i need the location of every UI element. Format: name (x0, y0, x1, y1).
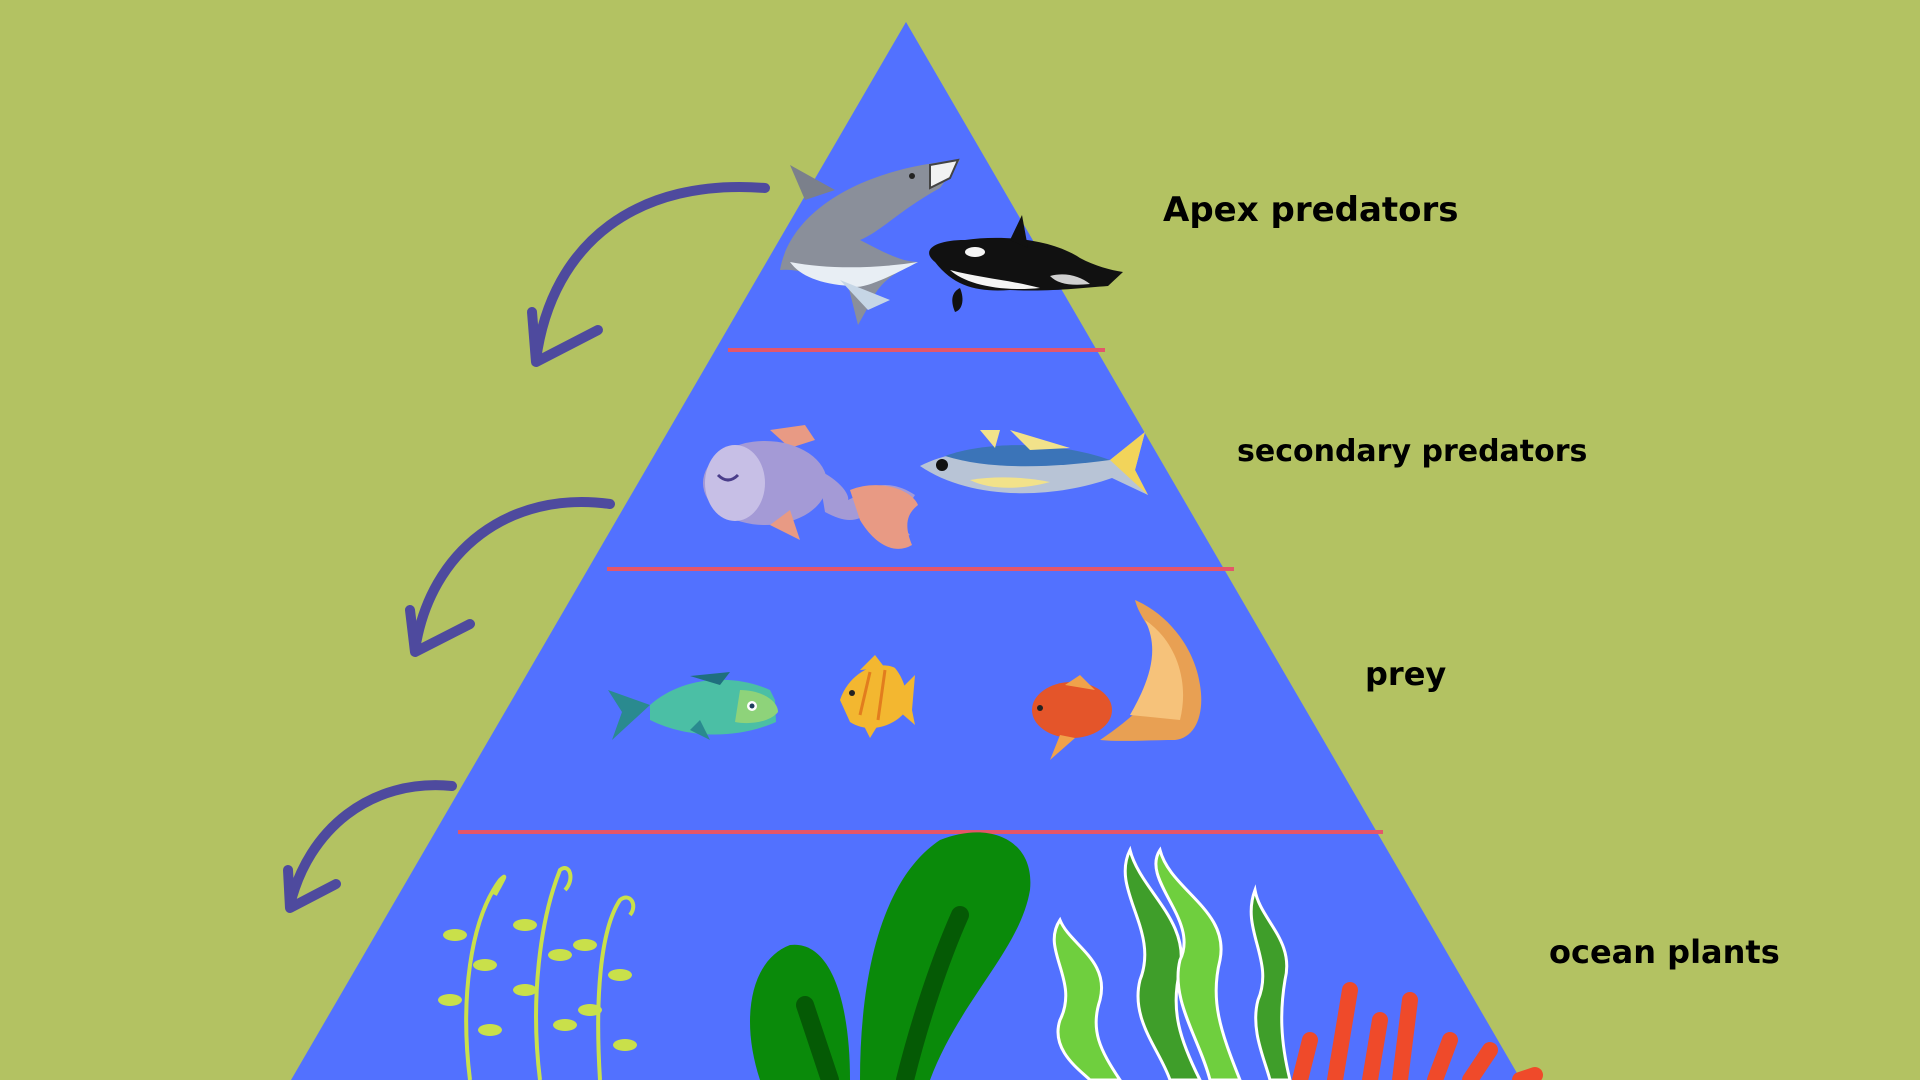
angelfish-icon (840, 655, 915, 738)
seaweed-yellow-icon (438, 866, 637, 1080)
orca-icon (929, 215, 1123, 312)
green-fish-icon (608, 672, 778, 740)
label-secondary-predators: secondary predators (1237, 434, 1588, 469)
arrow-prey-to-plants (283, 780, 457, 913)
arrow-secondary-to-prey (405, 497, 615, 657)
goldfish-icon (1032, 600, 1202, 760)
shark-icon (780, 158, 960, 325)
tuna-icon (920, 430, 1148, 495)
label-prey: prey (1365, 655, 1447, 693)
pyramid-triangle (291, 22, 1521, 1080)
coral-red-icon (1292, 982, 1543, 1080)
label-apex-predators: Apex predators (1163, 190, 1459, 230)
label-ocean-plants: ocean plants (1549, 933, 1780, 971)
purple-fish-icon (703, 425, 918, 549)
seaweed-wavy-icon (1052, 845, 1292, 1080)
arrow-apex-to-secondary (527, 182, 770, 367)
kelp-green-icon (750, 832, 1031, 1080)
